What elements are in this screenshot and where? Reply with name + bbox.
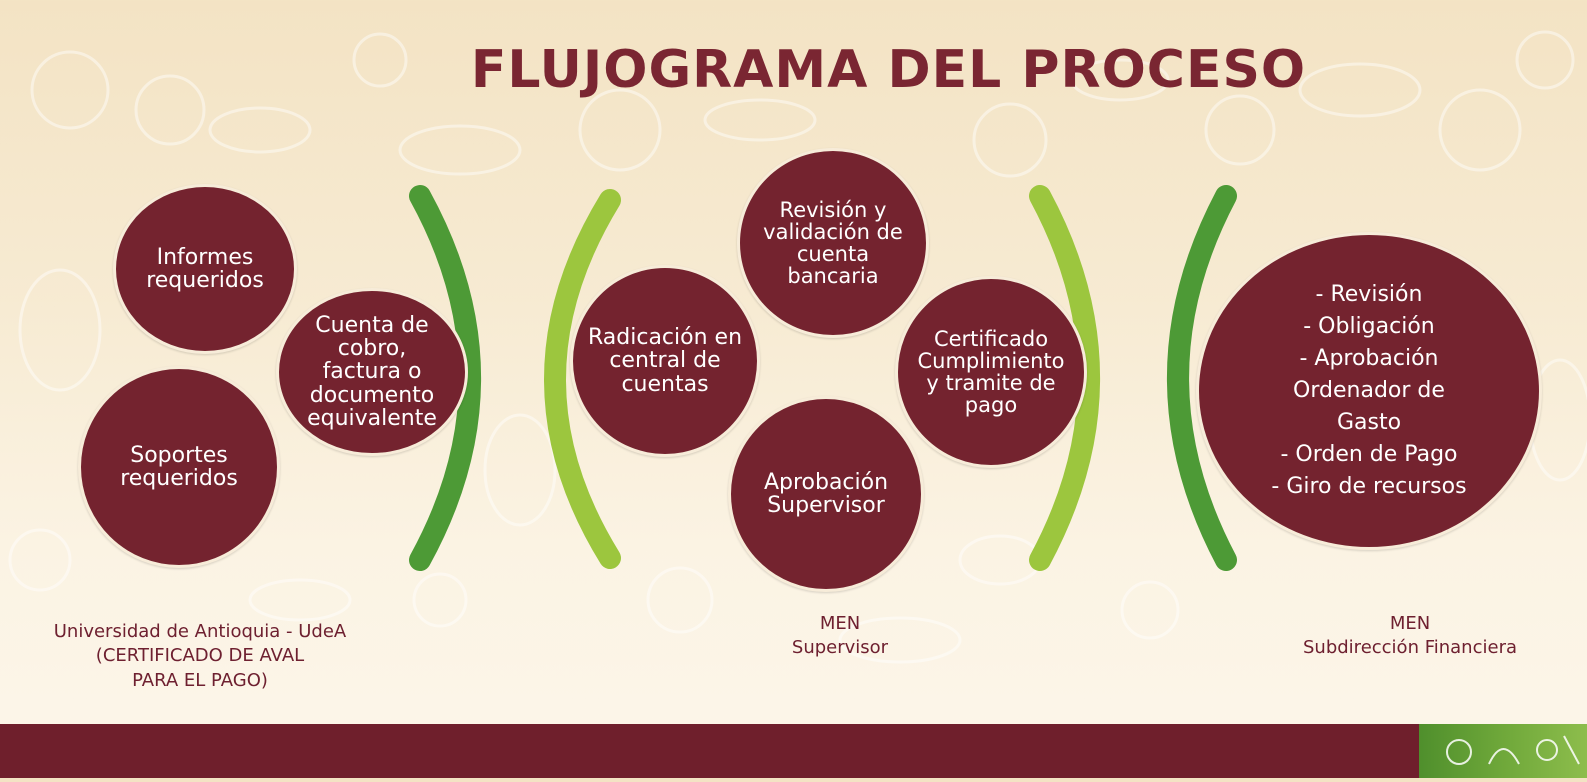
node-soportes-requeridos: Soportes requeridos [78,366,280,568]
node-text-line: Gasto [1336,409,1402,435]
node-text-line: - Revisión [1315,282,1423,308]
node-revision-validacion-cuenta: Revisión y validación de cuenta bancaria [737,148,929,338]
node-text-line: equivalente [307,405,437,431]
node-text-line: Soportes [130,442,228,468]
node-text-line: Aprobación [763,469,889,495]
node-text-line: Ordenador de [1293,378,1445,404]
node-text-line: Revisión y [779,197,887,222]
lane-label-line: Subdirección Financiera [1303,637,1517,659]
node-text-line: factura o [322,359,422,385]
node-text-line: documento [309,382,435,408]
lane-label-men-supervisor: MEN Supervisor [740,612,940,661]
node-subdireccion-financiera-steps: - Revisión - Obligación - Aprobación Ord… [1196,232,1542,550]
lane-label-line: Universidad de Antioquia - UdeA [53,621,347,642]
node-text-line: - Aprobación [1299,346,1439,372]
footer-logo-icon [1446,735,1580,765]
node-text-line: requeridos [120,466,238,491]
node-text-line: cobro, [337,336,407,362]
node-text-line: cuentas [621,371,709,397]
node-text-line: - Obligación [1303,314,1435,340]
node-text-line: Informes [156,244,254,270]
lane-label-line: MEN [819,613,861,634]
node-text-line: - Giro de recursos [1271,473,1467,499]
node-text-line: Radicación en [587,325,743,351]
lane-label-line: (CERTIFICADO DE AVAL [95,645,305,667]
lane-label-line: MEN [1389,613,1431,634]
node-text-line: central de [609,348,721,374]
lane-label-men-subdireccion-financiera: MEN Subdirección Financiera [1260,612,1560,661]
lane-label-line: PARA EL PAGO) [132,669,268,691]
node-text-line: validación de [763,219,903,244]
node-text-line: y tramite de [926,371,1056,395]
node-informes-requeridos: Informes requeridos [113,184,297,354]
node-radicacion-central-cuentas: Radicación en central de cuentas [570,265,760,457]
node-text-line: bancaria [787,264,879,289]
node-text-line: Cuenta de [315,313,429,339]
node-aprobacion-supervisor: Aprobación Supervisor [728,396,924,592]
footer-logo-emblem [1419,724,1587,778]
node-text-line: Cumplimiento [917,348,1065,373]
node-text-line: requeridos [146,268,264,293]
node-text-line: cuenta [796,242,870,266]
node-cuenta-de-cobro: Cuenta de cobro, factura o documento equ… [276,288,468,456]
node-text-line: - Orden de Pago [1280,441,1458,467]
lane-label-line: Supervisor [791,637,889,659]
footer-bar [0,724,1587,778]
node-text-line: Supervisor [767,493,885,518]
page-title: FLUJOGRAMA DEL PROCESO [470,40,1307,100]
lane-label-udea: Universidad de Antioquia - UdeA (CERTIFI… [20,620,380,693]
node-text-line: pago [964,393,1018,418]
node-certificado-cumplimiento: Certificado Cumplimiento y tramite de pa… [895,276,1087,468]
node-text-line: Certificado [933,326,1049,351]
